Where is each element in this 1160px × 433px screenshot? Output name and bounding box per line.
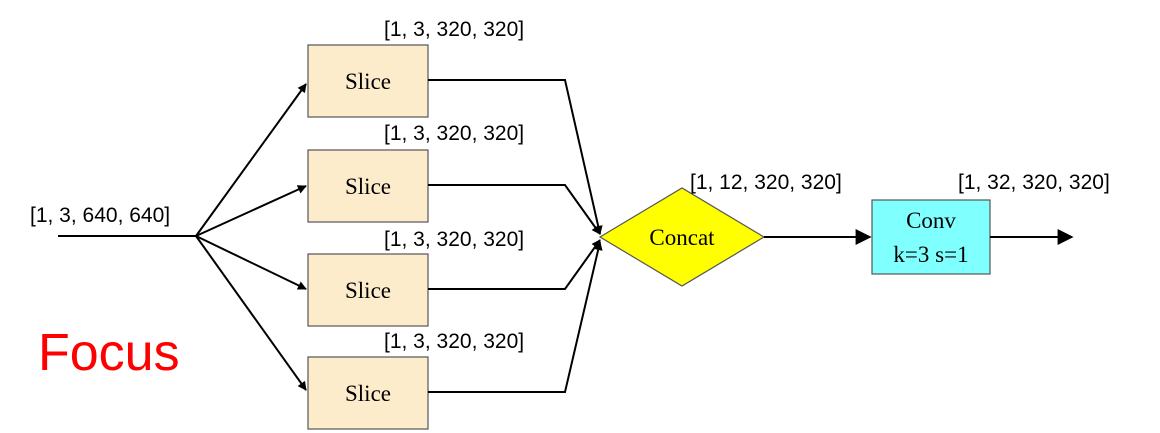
split-to-slice-1-edge: [195, 83, 307, 237]
slice-3-to-concat-edge: [428, 239, 601, 290]
diagram-title: Focus: [38, 324, 180, 382]
split-to-slice-3-edge: [195, 235, 307, 290]
slice-2-box: [307, 149, 429, 223]
conv-node: Conv k=3 s=1: [871, 199, 991, 275]
slice-4-shape-label: [1, 3, 320, 320]: [384, 330, 524, 353]
conv-label-line1: Conv: [906, 208, 956, 233]
slice-3-shape-label: [1, 3, 320, 320]: [384, 228, 524, 251]
slice-2-label: Slice: [345, 174, 391, 199]
slice-3-label: Slice: [345, 278, 391, 303]
input-shape-label: [1, 3, 640, 640]: [30, 204, 170, 227]
slice-node-4: Slice: [307, 356, 429, 430]
split-to-slice-4-edge: [195, 235, 307, 391]
slice-1-label: Slice: [345, 69, 391, 94]
concat-label: Concat: [649, 225, 715, 250]
conv-box: [871, 199, 991, 275]
conv-label-line2: k=3 s=1: [893, 242, 968, 267]
slice-1-shape-label: [1, 3, 320, 320]: [384, 18, 524, 41]
slice-3-box: [307, 253, 429, 327]
conv-shape-label: [1, 32, 320, 320]: [958, 171, 1110, 194]
slice-node-2: Slice: [307, 149, 429, 223]
slice-4-to-concat-edge: [428, 241, 603, 393]
slice-1-to-concat-edge: [428, 79, 603, 235]
concat-shape-label: [1, 12, 320, 320]: [690, 171, 842, 194]
split-to-slice-2-edge: [195, 185, 307, 237]
slice-node-3: Slice: [307, 253, 429, 327]
slice-node-1: Slice: [307, 44, 429, 118]
slice-2-to-concat-edge: [428, 184, 601, 235]
slice-2-shape-label: [1, 3, 320, 320]: [384, 122, 524, 145]
concat-node: Concat: [598, 187, 766, 287]
slice-4-label: Slice: [345, 381, 391, 406]
